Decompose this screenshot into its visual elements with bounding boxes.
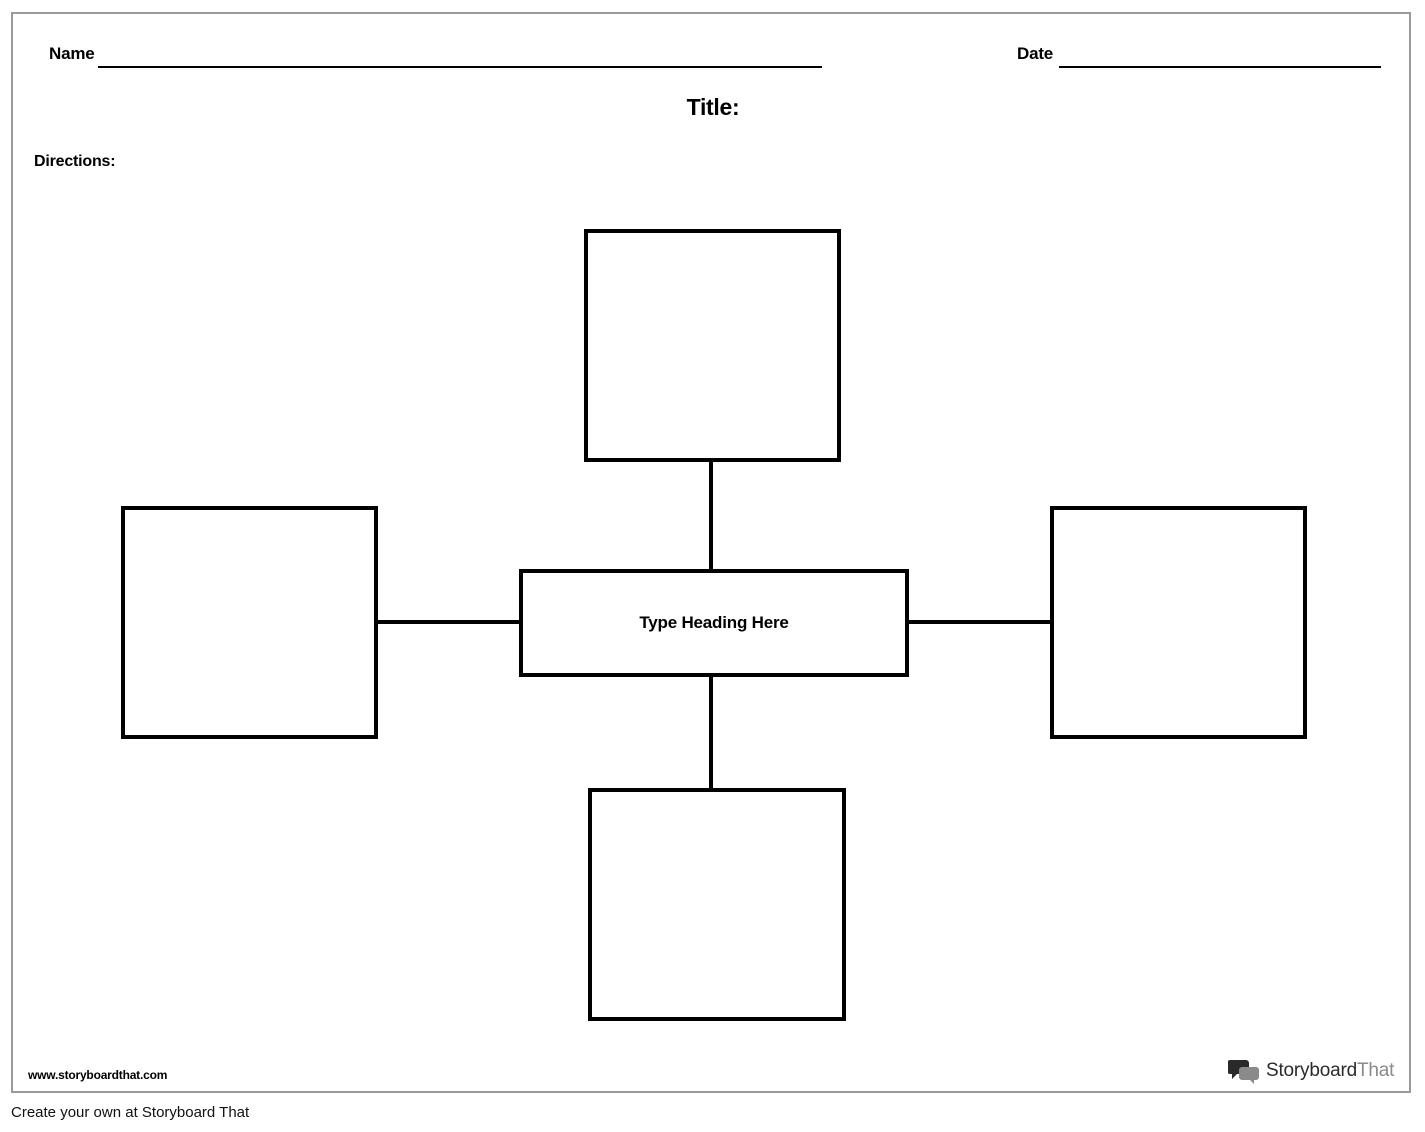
name-label: Name [49, 44, 95, 63]
date-label: Date [1017, 44, 1054, 63]
bottom-box[interactable] [588, 788, 846, 1021]
worksheet: Name Date Title: Directions: Type Headin… [11, 12, 1411, 1093]
storyboardthat-logo: StoryboardThat [1228, 1056, 1394, 1086]
speech-bubbles-icon [1228, 1060, 1259, 1084]
right-box[interactable] [1050, 506, 1307, 739]
directions-label: Directions: [34, 153, 116, 170]
footer-caption: Create your own at Storyboard That [11, 1104, 250, 1121]
connector-right [907, 620, 1051, 624]
connector-bottom [709, 677, 713, 789]
logo-word-that: That [1356, 1060, 1395, 1081]
page-title: Title: [686, 94, 740, 120]
logo-word-storyboard: Storyboard [1266, 1060, 1357, 1081]
connector-left [377, 620, 521, 624]
left-box[interactable] [121, 506, 378, 739]
center-heading-text: Type Heading Here [639, 613, 789, 632]
date-line[interactable] [1059, 66, 1381, 68]
name-line[interactable] [98, 66, 822, 68]
connector-top [709, 461, 713, 569]
top-box[interactable] [584, 229, 841, 462]
site-url: www.storyboardthat.com [28, 1068, 168, 1082]
center-heading-box[interactable]: Type Heading Here [519, 569, 909, 677]
